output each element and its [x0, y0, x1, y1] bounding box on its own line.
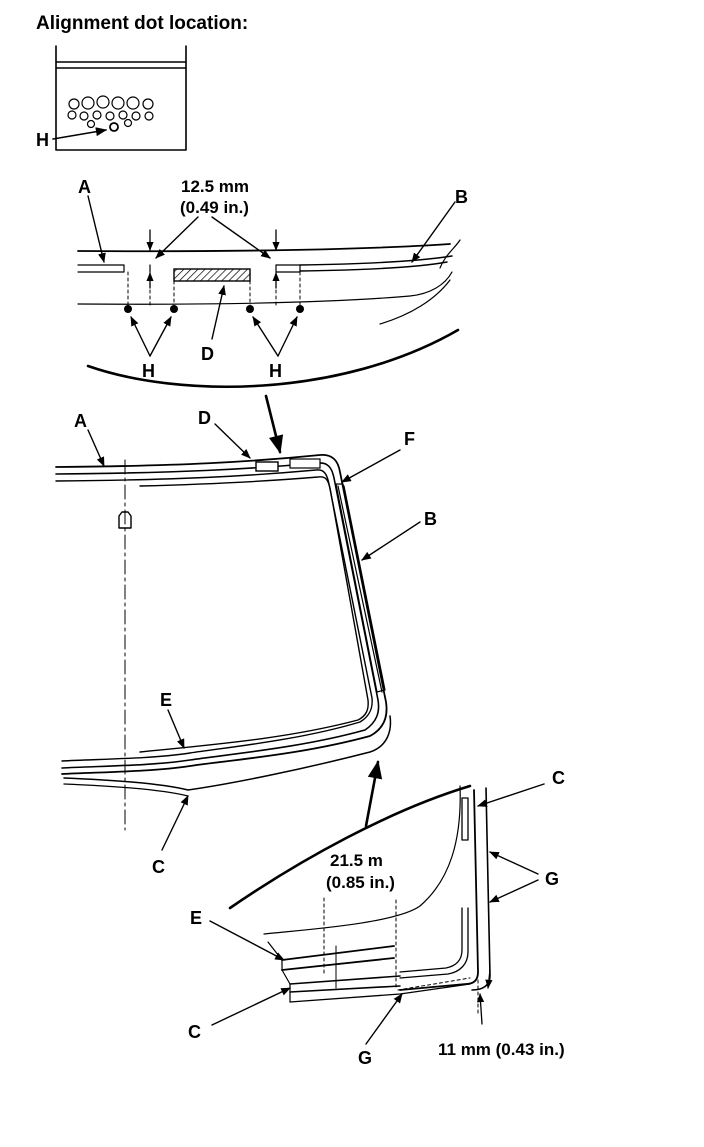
- dim-corner-in: (0.85 in.): [326, 873, 395, 892]
- detail-to-main-arrow: [264, 394, 284, 454]
- label-e-main: E: [160, 690, 172, 710]
- dim-gap-in: (0.49 in.): [180, 198, 249, 217]
- label-g-corner-bottom: G: [358, 1048, 372, 1068]
- alignment-dot: [170, 305, 178, 313]
- label-c-corner-top: C: [552, 768, 565, 788]
- label-a-main: A: [74, 411, 87, 431]
- label-c-corner-bottom: C: [188, 1022, 201, 1042]
- label-b-main: B: [424, 509, 437, 529]
- label-f-main: F: [404, 429, 415, 449]
- alignment-dot: [246, 305, 254, 313]
- dim-edge: 11 mm (0.43 in.): [438, 1040, 565, 1059]
- main-windshield-view: A D F B E C: [55, 408, 437, 877]
- top-detail-view: 12.5 mm (0.49 in.) A B D H H: [77, 177, 468, 389]
- center-mark: [118, 511, 132, 529]
- label-g-corner-right: G: [545, 869, 559, 889]
- label-h-inset: H: [36, 130, 49, 150]
- main-to-corner-arrow: [364, 760, 383, 828]
- dot-pattern: [67, 95, 154, 132]
- label-h-right: H: [269, 361, 282, 381]
- label-h-left: H: [142, 361, 155, 381]
- inset-h-pointer: [52, 127, 108, 140]
- dim-corner-mm: 21.5 m: [330, 851, 383, 870]
- label-d-top: D: [201, 344, 214, 364]
- part-d-clip: [255, 461, 279, 472]
- label-a-top: A: [78, 177, 91, 197]
- label-e-corner: E: [190, 908, 202, 928]
- label-b-top: B: [455, 187, 468, 207]
- label-c-main: C: [152, 857, 165, 877]
- dim-gap-mm: 12.5 mm: [181, 177, 249, 196]
- part-d-hatched: [173, 268, 251, 282]
- alignment-dot: [296, 305, 304, 313]
- alignment-dot: [124, 305, 132, 313]
- diagram-heading: Alignment dot location:: [36, 13, 248, 34]
- label-d-main: D: [198, 408, 211, 428]
- alignment-dot-inset: H: [36, 45, 187, 151]
- corner-detail-view: 21.5 m (0.85 in.) C G E C G 11 mm (0.43 …: [188, 768, 565, 1068]
